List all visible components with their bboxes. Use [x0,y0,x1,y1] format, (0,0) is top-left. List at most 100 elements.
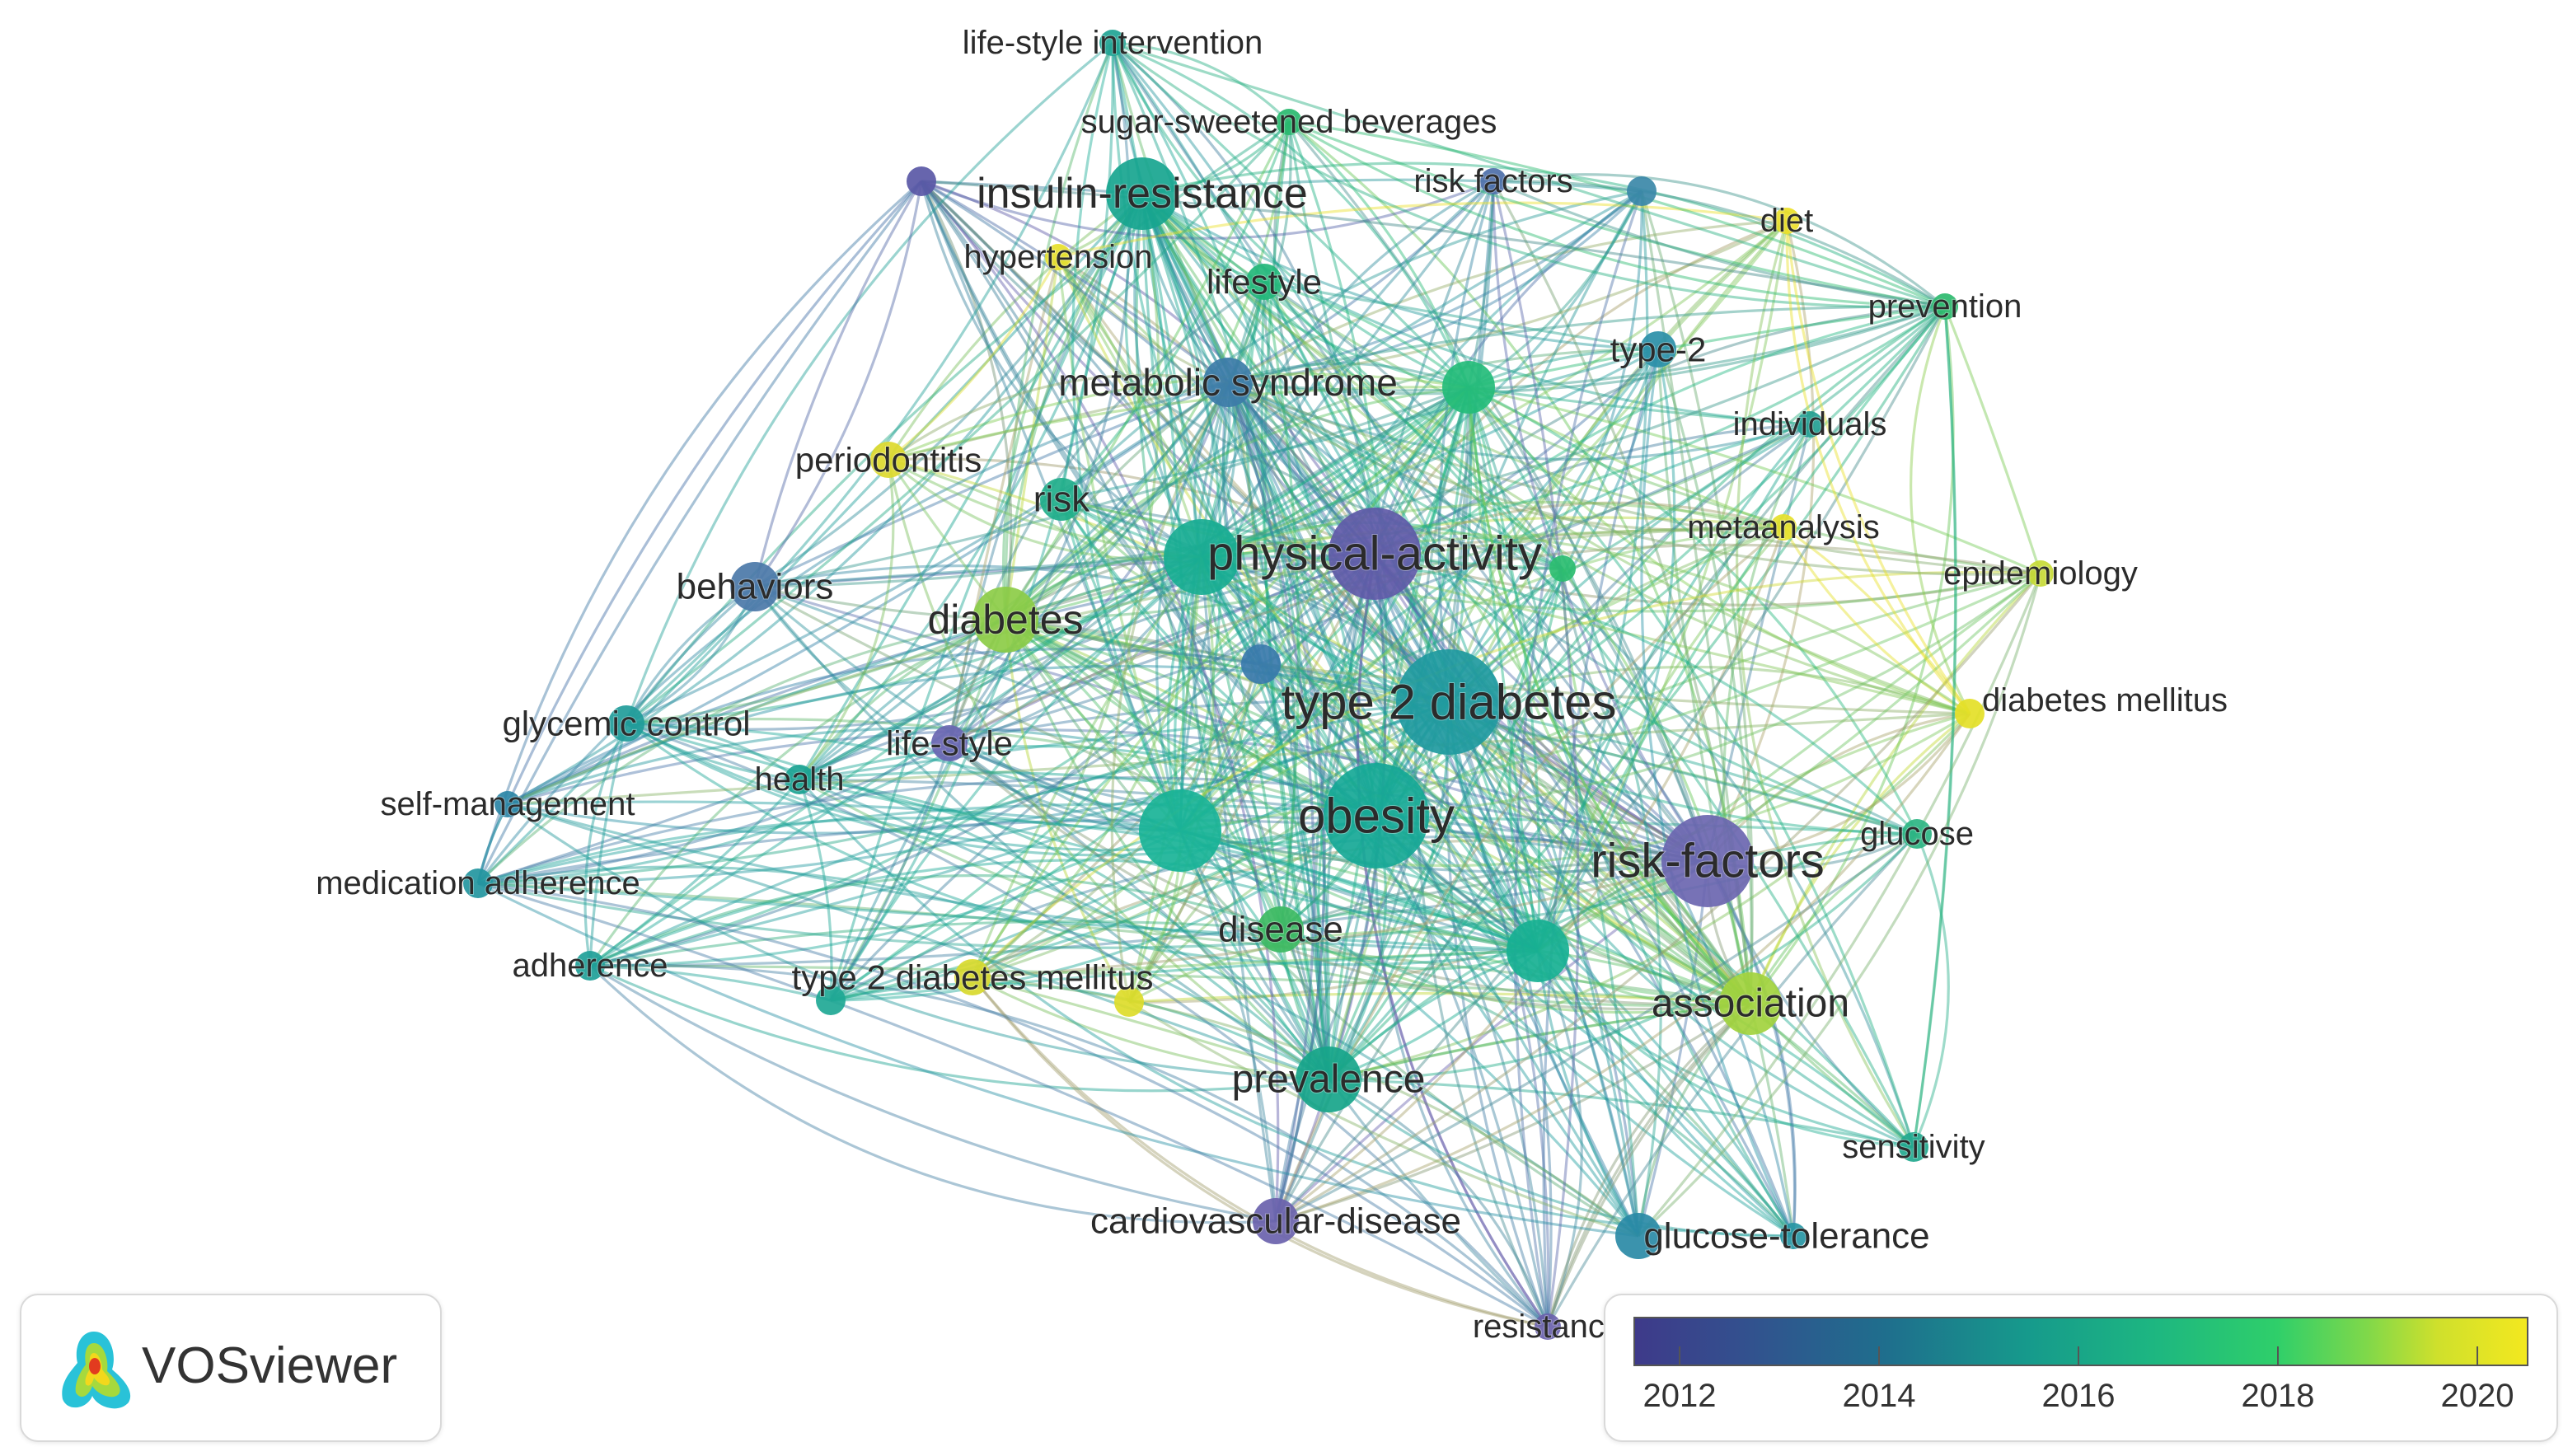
node-unlabeledE[interactable] [1627,176,1657,206]
node-unlabeledH[interactable] [816,985,846,1015]
network-edge [1375,386,1470,817]
node-prevalence[interactable] [1296,1046,1361,1112]
network-edge [477,865,1329,1081]
network-edge [1447,701,1751,1005]
node-selfmanagement[interactable] [494,791,521,817]
node-riskfactors2[interactable] [1480,168,1507,194]
node-sensitivity[interactable] [1899,1132,1928,1162]
network-edge [799,386,1469,781]
network-edge [1227,381,1795,1237]
node-glucose[interactable] [1902,819,1932,849]
node-hypertension[interactable] [1045,244,1071,270]
network-edge [1141,192,1784,529]
node-metabolicsyndrome[interactable] [1203,358,1253,407]
network-edge [1179,190,1642,831]
node-individuals[interactable] [1797,411,1823,438]
node-lifestyleintervention[interactable] [1099,30,1126,56]
node-physicalactivity[interactable] [1329,508,1421,600]
node-label-type2diabetes: type 2 diabetes [1282,675,1617,730]
network-edge [1783,526,1971,714]
node-cardiovasculardisease[interactable] [1253,1198,1299,1244]
node-health[interactable] [785,765,814,794]
node-unlabeledJ[interactable] [1507,920,1569,982]
node-unlabeledK[interactable] [1780,1223,1807,1249]
network-edge [949,698,1450,745]
node-diet[interactable] [1774,208,1800,234]
network-edge [888,458,1752,1005]
node-lifestyle[interactable] [1246,264,1282,300]
network-edge [1328,1002,1751,1081]
network-edge [1637,860,1709,1237]
network-edge [507,803,1329,1081]
node-label-metabolicsyndrome: metabolic syndrome [1058,361,1398,404]
network-edge [1112,41,1946,308]
node-glycemiccontrol[interactable] [608,705,644,742]
node-unlabeledF[interactable] [1549,555,1576,582]
node-behaviors[interactable] [730,562,780,611]
network-edge [1111,42,1185,831]
network-edge [1226,382,1296,930]
network-edge [477,742,950,885]
network-edge [1260,662,1539,952]
node-association[interactable] [1719,972,1782,1035]
node-unlabeledB[interactable] [1164,519,1239,595]
network-edge [1141,193,1640,1237]
node-unlabeledD[interactable] [907,166,936,196]
network-edge [799,778,1639,1238]
network-edge [1785,220,1971,714]
node-unlabeledC[interactable] [1442,361,1495,414]
node-label-type2diabetesmellitus: type 2 diabetes mellitus [792,958,1154,997]
node-diabetes[interactable] [972,587,1038,653]
node-type2diabetesmellitus[interactable] [954,959,991,995]
network-edge [477,700,1450,885]
node-type2diabetes[interactable] [1396,649,1502,755]
node-type2[interactable] [1640,331,1676,368]
network-edge [626,381,1229,725]
network-edge [589,859,1539,967]
network-edge [1375,814,1752,1005]
node-periodontitis[interactable] [870,442,907,478]
network-edge [1706,860,1797,1237]
node-diabetesmellitus[interactable] [1955,699,1985,728]
node-prevention[interactable] [1932,293,1958,320]
node-label-diabetesmellitus: diabetes mellitus [1982,682,2228,719]
node-lifestyle2[interactable] [931,725,968,761]
node-risk[interactable] [1040,478,1083,521]
legend-label-2016: 2016 [2041,1378,2116,1414]
network-edge [1201,386,1470,559]
node-glucosetolerance[interactable] [1615,1213,1661,1259]
node-adherence[interactable] [575,951,605,981]
node-label-lifestyle: lifestyle [1207,263,1322,302]
network-edge [625,41,1114,724]
node-insulinresistance[interactable] [1106,157,1179,230]
network-edge [507,728,1708,863]
node-obesity[interactable] [1324,763,1429,868]
node-label-glucosetolerance: glucose-tolerance [1643,1216,1929,1257]
node-medicationadherence[interactable] [463,868,493,898]
network-edge [1275,713,1971,1223]
node-metaanalysis[interactable] [1770,514,1797,541]
network-edge [626,386,1470,725]
node-epidemiology[interactable] [2027,560,2054,587]
node-disease[interactable] [1258,906,1304,953]
node-resistance[interactable] [1535,1313,1561,1340]
network-edge [1111,42,1709,863]
network-edge [920,180,1752,1005]
node-label-individuals: individuals [1733,406,1887,442]
node-riskfactors[interactable] [1661,815,1754,907]
network-edge [1111,41,1640,1237]
node-unlabeledA[interactable] [1139,789,1221,872]
network-edge [1373,553,1640,1237]
network-edge [1912,306,1957,1148]
network-edge [753,180,923,588]
network-edge [1004,42,1114,620]
node-sugarsweetenedbeverages[interactable] [1276,109,1302,135]
network-edge [753,585,1539,953]
network-edge [1141,193,1752,1005]
node-unlabeledI[interactable] [1114,987,1144,1017]
network-edge [1200,555,1549,1327]
network-edge [589,555,1202,967]
network-edge [1468,386,1784,529]
node-unlabeledG[interactable] [1241,644,1281,684]
network-edge [1328,1078,1914,1149]
